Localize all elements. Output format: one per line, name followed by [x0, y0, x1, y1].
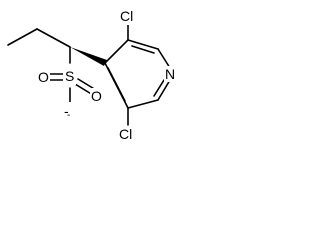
ring-bond-c5-c4-inner: [107, 67, 126, 102]
oxygen-label-minus: -: [64, 103, 69, 119]
ring-bond-c4-c3: [104, 39, 129, 64]
minus-charge-label: -: [67, 110, 70, 121]
ring-bond-n-c6-inner: [153, 79, 165, 97]
ring-bond-c3-c2: [127, 39, 159, 50]
ring-bond-n-c6: [157, 79, 171, 101]
sulfur-label: S: [65, 68, 74, 84]
oxygen-label-right: O: [91, 88, 102, 104]
atom-labels: Cl N S O O - - Cl: [37, 8, 176, 143]
chlorine-label-top: Cl: [120, 8, 133, 24]
bonds: [7, 24, 171, 126]
ring-bond-c2-n: [157, 48, 171, 69]
nitrogen-label: N: [165, 66, 175, 82]
chlorine-label-bottom: Cl: [119, 126, 132, 142]
oxygen-label-top: O: [38, 69, 49, 85]
molecule-structure: Cl N S O O - - Cl: [7, 8, 176, 143]
ring-bond-c3-c2-inner: [131, 45, 155, 54]
ring-bond-c6-c5: [127, 99, 159, 109]
bond-methylene-stereocenter: [36, 28, 71, 48]
bond-methyl-methylene: [7, 28, 38, 46]
wedge-bond: [70, 47, 107, 66]
